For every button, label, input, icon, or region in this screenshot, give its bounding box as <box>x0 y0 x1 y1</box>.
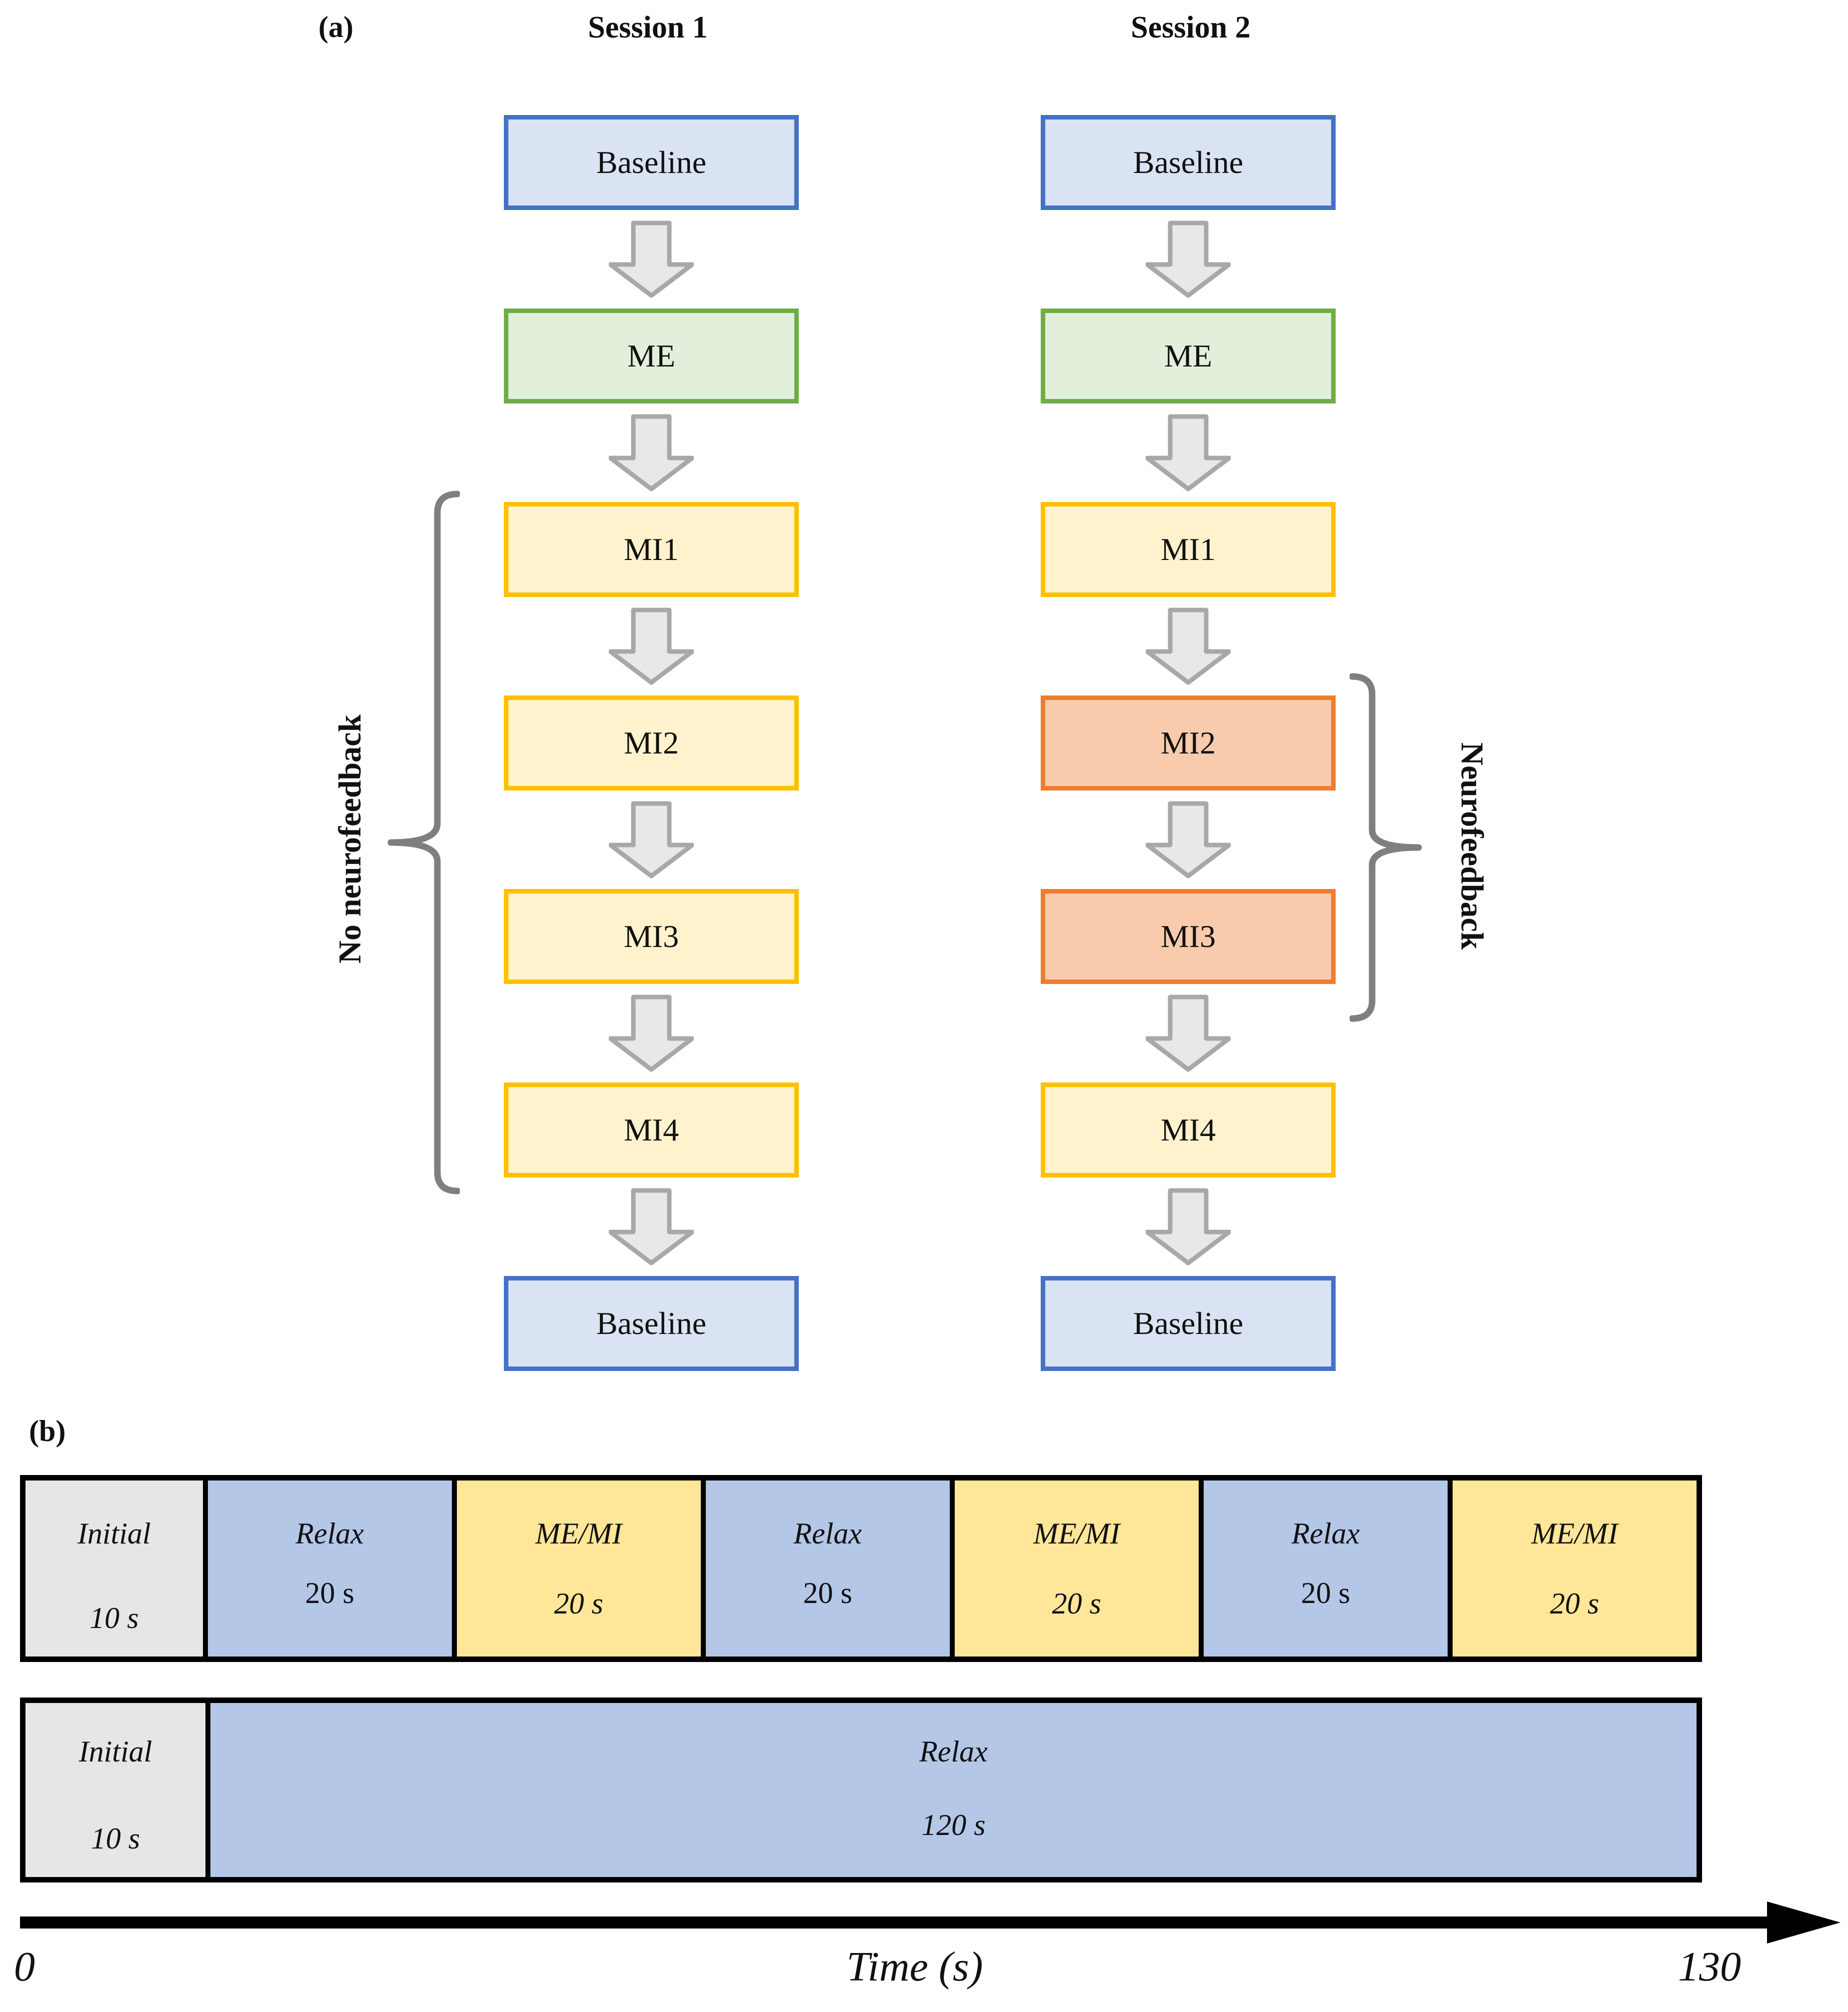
flow-box-label: MI3 <box>1160 918 1216 954</box>
flow-box-mi3-neurofeedback: MI3 <box>1041 889 1336 984</box>
panel-b-label: (b) <box>29 1414 66 1448</box>
flow-box-mi4: MI4 <box>1041 1082 1336 1178</box>
segment-label: ME/MI <box>1033 1516 1120 1550</box>
flow-box-me: ME <box>504 308 799 404</box>
down-arrow-icon <box>609 414 694 492</box>
segment-label: Relax <box>1291 1516 1360 1550</box>
down-arrow-icon <box>1146 994 1231 1072</box>
flow-box-baseline-end: Baseline <box>1041 1276 1336 1371</box>
timeline-segment: Initial 10 s <box>25 1703 210 1877</box>
segment-duration: 20 s <box>1550 1587 1600 1620</box>
segment-duration: 20 s <box>1052 1587 1102 1620</box>
segment-label: ME/MI <box>535 1516 622 1550</box>
flow-box-baseline: Baseline <box>504 115 799 210</box>
down-arrow-icon <box>609 220 694 298</box>
timeline-segment: ME/MI 20 s <box>456 1480 706 1656</box>
flow-box-label: MI2 <box>623 725 679 760</box>
flow-box-label: ME <box>627 338 675 374</box>
flow-box-label: MI2 <box>1160 725 1216 760</box>
session-1-title: Session 1 <box>588 10 708 44</box>
flow-box-label: Baseline <box>1133 1306 1244 1341</box>
segment-label: Initial <box>77 1516 151 1550</box>
flow-box-label: ME <box>1164 338 1212 374</box>
segment-duration: 20 s <box>803 1576 852 1610</box>
down-arrow-icon <box>609 1188 694 1266</box>
down-arrow-icon <box>609 608 694 685</box>
flow-box-label: MI1 <box>623 532 679 567</box>
flow-box-mi1: MI1 <box>1041 502 1336 597</box>
axis-end-tick: 130 <box>1678 1944 1741 1990</box>
segment-duration: 10 s <box>90 1822 140 1856</box>
flow-box-label: MI4 <box>623 1112 679 1148</box>
segment-duration: 10 s <box>89 1601 139 1634</box>
timeline-segment: ME/MI 20 s <box>954 1480 1204 1656</box>
down-arrow-icon <box>609 801 694 878</box>
segment-label: ME/MI <box>1531 1516 1618 1550</box>
timeline-segment: Relax 20 s <box>705 1480 955 1656</box>
right-curly-brace-icon <box>1350 673 1422 1022</box>
segment-label: Initial <box>78 1735 152 1768</box>
down-arrow-icon <box>1146 220 1231 298</box>
flow-box-mi4: MI4 <box>504 1082 799 1178</box>
left-curly-brace-icon <box>387 490 460 1194</box>
segment-label: Relax <box>295 1516 364 1550</box>
flow-box-mi1: MI1 <box>504 502 799 597</box>
timeline-segment: Relax 120 s <box>210 1703 1697 1877</box>
timeline-row-rest: Initial 10 s Relax 120 s <box>20 1698 1702 1882</box>
segment-duration: 20 s <box>305 1576 354 1610</box>
neurofeedback-label: Neurofeedback <box>1455 742 1490 950</box>
flow-box-me: ME <box>1041 308 1336 404</box>
flow-box-label: Baseline <box>596 144 707 180</box>
flow-box-label: MI3 <box>623 918 679 954</box>
flow-box-label: MI4 <box>1160 1112 1216 1148</box>
segment-duration: 20 s <box>554 1587 603 1620</box>
no-neurofeedback-label: No neurofeedback <box>332 714 367 964</box>
time-axis <box>20 1902 1841 1944</box>
flow-box-label: MI1 <box>1160 532 1216 567</box>
down-arrow-icon <box>1146 801 1231 878</box>
flow-box-mi2-neurofeedback: MI2 <box>1041 696 1336 790</box>
flow-box-baseline-end: Baseline <box>504 1276 799 1371</box>
timeline-row-task: Initial 10 s Relax 20 s ME/MI 20 s Relax… <box>20 1475 1702 1662</box>
down-arrow-icon <box>609 994 694 1072</box>
segment-duration: 120 s <box>921 1808 986 1842</box>
timeline-segment: Relax 20 s <box>207 1480 457 1656</box>
panel-a-label: (a) <box>318 10 353 44</box>
down-arrow-icon <box>1146 414 1231 492</box>
axis-arrowhead-icon <box>1767 1902 1841 1944</box>
flow-box-mi3: MI3 <box>504 889 799 984</box>
flow-box-mi2: MI2 <box>504 696 799 790</box>
timeline-segment: Initial 10 s <box>25 1480 208 1656</box>
axis-start-tick: 0 <box>14 1944 35 1990</box>
axis-title: Time (s) <box>846 1944 983 1990</box>
flow-box-label: Baseline <box>1133 144 1244 180</box>
segment-label: Relax <box>793 1516 862 1550</box>
segment-duration: 20 s <box>1301 1576 1351 1610</box>
flow-box-label: Baseline <box>596 1306 707 1341</box>
timeline-segment: ME/MI 20 s <box>1452 1480 1697 1656</box>
session-2-title: Session 2 <box>1131 10 1251 44</box>
segment-label: Relax <box>919 1735 988 1768</box>
down-arrow-icon <box>1146 608 1231 685</box>
flow-box-baseline: Baseline <box>1041 115 1336 210</box>
timeline-segment: Relax 20 s <box>1203 1480 1453 1656</box>
down-arrow-icon <box>1146 1188 1231 1266</box>
